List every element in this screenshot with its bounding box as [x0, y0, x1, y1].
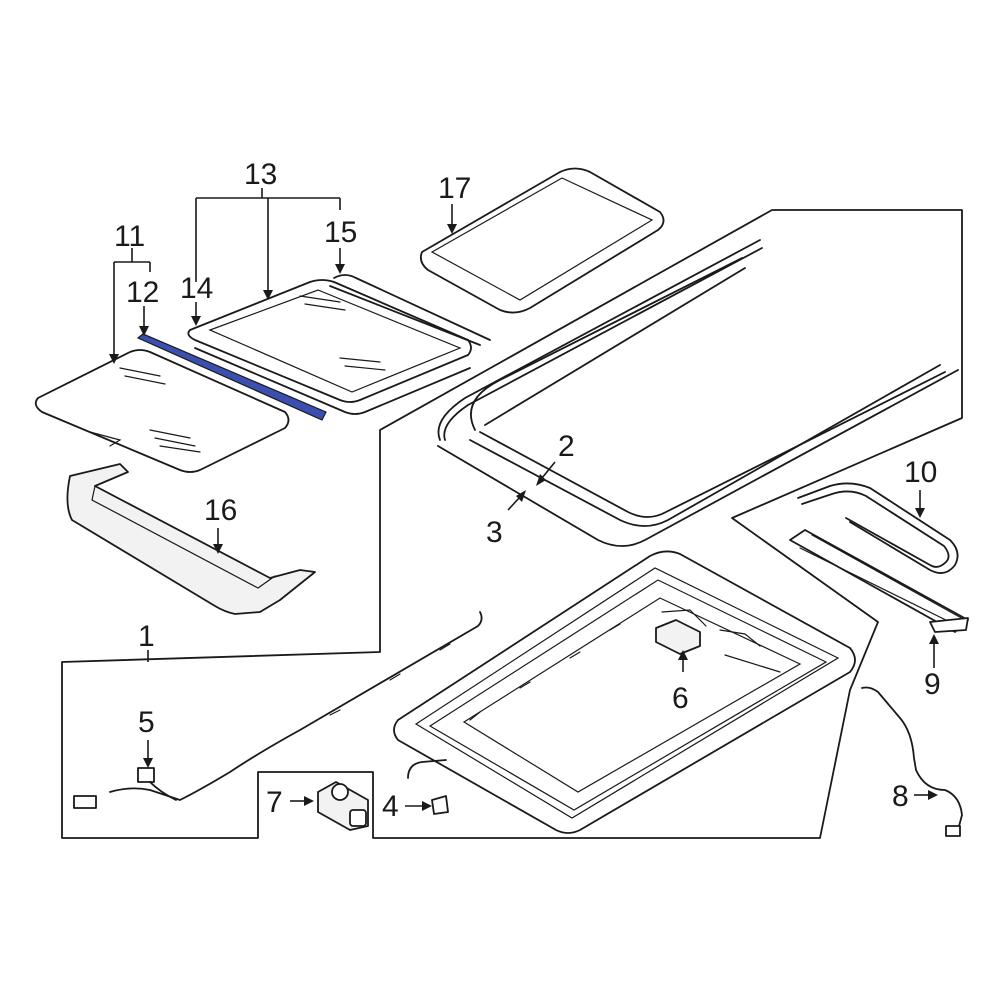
front-glass-panel-13[interactable] [187, 279, 472, 403]
callout-16: 16 [204, 494, 237, 527]
harness-4[interactable] [407, 759, 449, 815]
callout-11: 11 [114, 220, 145, 253]
callout-7: 7 [266, 786, 283, 819]
callout-10: 10 [904, 456, 937, 489]
frame-seal-15[interactable] [329, 274, 491, 346]
wind-deflector-16[interactable] [66, 463, 316, 615]
callout-17: 17 [438, 172, 471, 205]
callout-14: 14 [180, 272, 213, 305]
callout-1: 1 [138, 620, 155, 653]
sunroof-frame[interactable] [393, 550, 856, 834]
callout-2: 2 [558, 430, 575, 463]
callout-15: 15 [324, 216, 357, 249]
sunshade-roller-9[interactable] [789, 529, 969, 633]
callout-4: 4 [382, 790, 399, 823]
callout-13: 13 [244, 158, 277, 191]
drain-hose-8[interactable] [861, 686, 963, 837]
group-outline-upper [61, 209, 963, 839]
callout-12: 12 [126, 276, 159, 309]
rear-glass-panel-11[interactable] [34, 349, 290, 473]
connector-5[interactable] [73, 767, 177, 809]
drain-tube-10[interactable] [797, 482, 959, 574]
callout-9: 9 [924, 668, 941, 701]
callout-8: 8 [892, 780, 909, 813]
frame-seal-14[interactable] [194, 347, 471, 415]
callout-6: 6 [672, 682, 689, 715]
callout-3: 3 [486, 516, 503, 549]
glass-panel-17[interactable] [419, 167, 665, 314]
callout-5: 5 [138, 706, 155, 739]
motor-7[interactable] [317, 781, 369, 831]
roof-seal-3[interactable] [437, 239, 959, 547]
seal-strip-12[interactable] [136, 333, 327, 421]
drain-cable-1[interactable] [109, 611, 483, 801]
control-module-6[interactable] [655, 619, 701, 655]
